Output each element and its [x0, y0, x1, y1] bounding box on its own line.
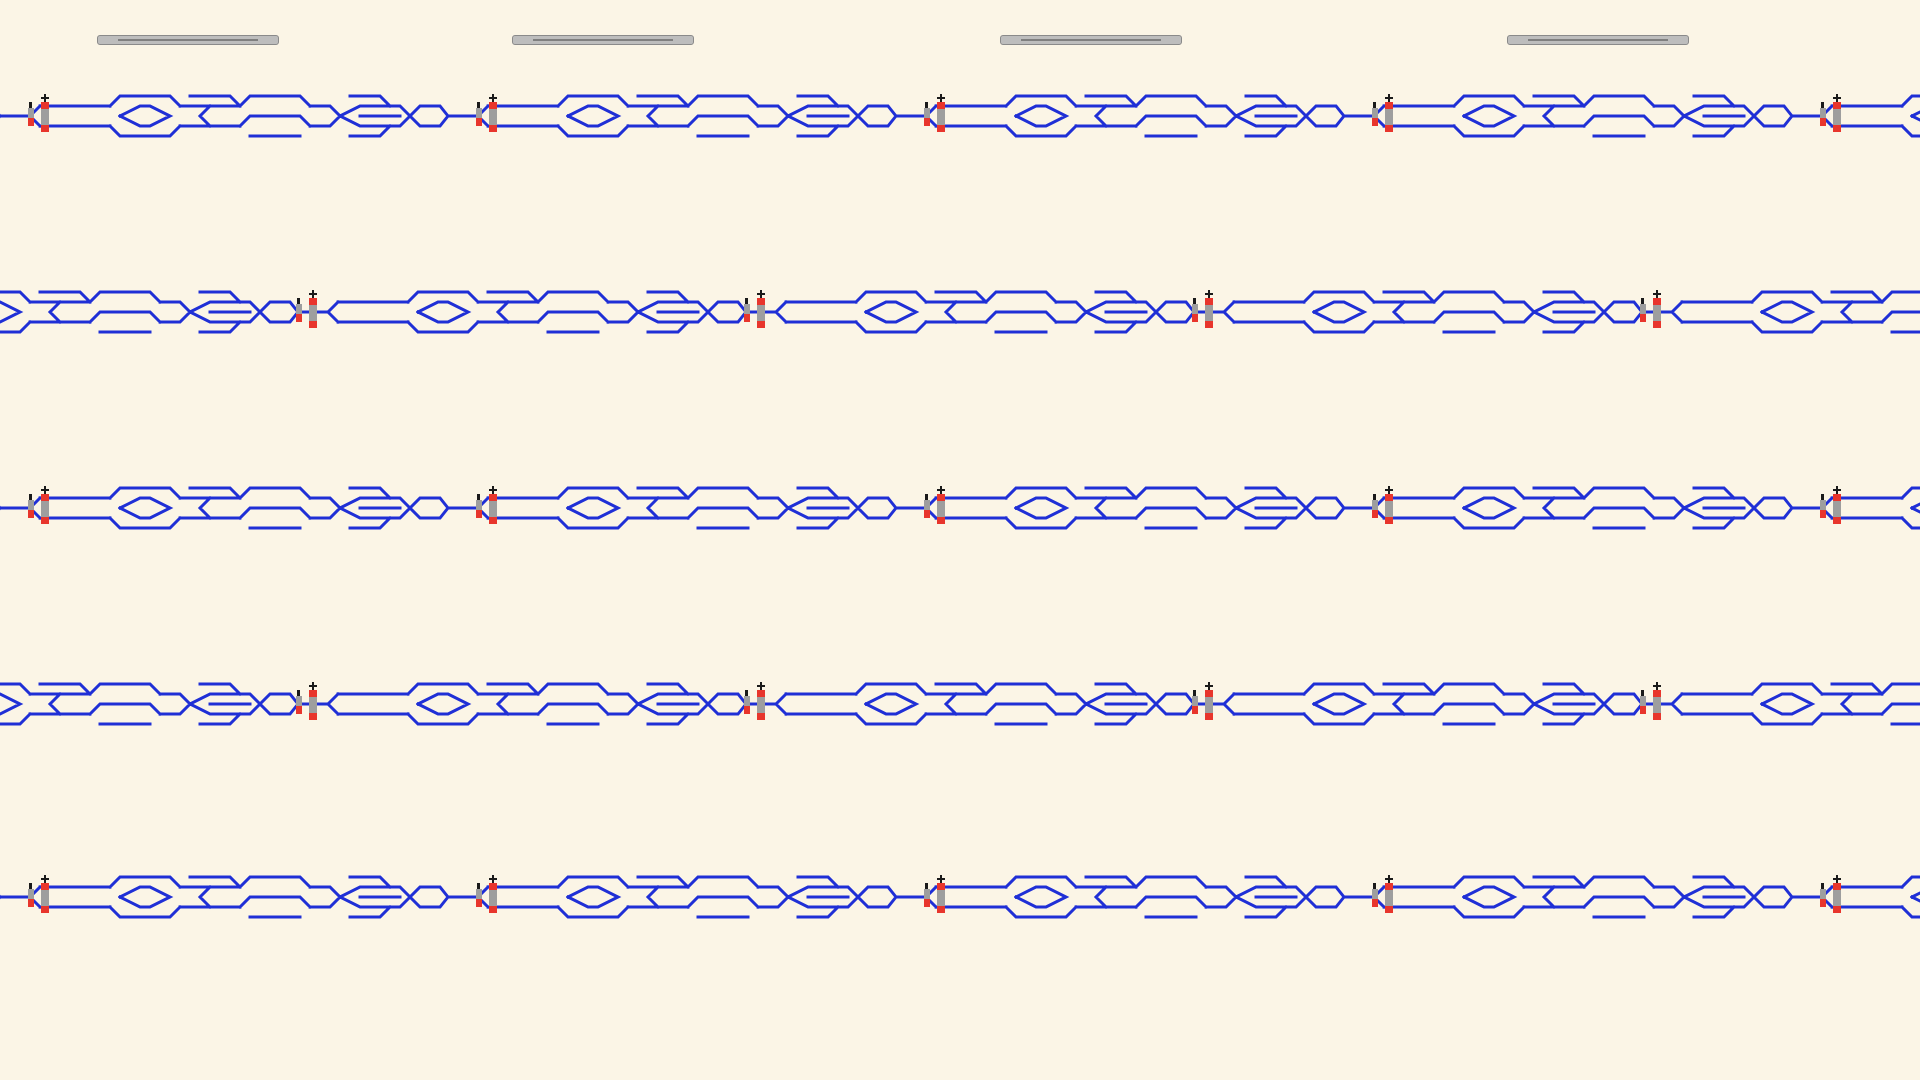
railway-signal-icon[interactable] [924, 486, 945, 524]
railway-signal-icon[interactable] [1640, 682, 1661, 720]
sensor-bar-icon [1507, 35, 1689, 45]
railway-signal-icon[interactable] [28, 486, 49, 524]
railway-signal-icon[interactable] [924, 875, 945, 913]
railway-signal-icon[interactable] [1372, 94, 1393, 132]
track-segment [0, 290, 1920, 334]
railway-signal-icon[interactable] [28, 875, 49, 913]
track-row [0, 682, 1920, 726]
track-row [0, 290, 1920, 334]
railway-signal-icon[interactable] [1372, 486, 1393, 524]
railway-signal-icon[interactable] [1372, 875, 1393, 913]
railway-signal-icon[interactable] [924, 94, 945, 132]
railway-signal-icon[interactable] [744, 682, 765, 720]
railway-signal-icon[interactable] [476, 486, 497, 524]
railway-signal-icon[interactable] [296, 290, 317, 328]
railway-signal-icon[interactable] [476, 875, 497, 913]
railway-signal-icon[interactable] [1820, 875, 1841, 913]
railway-signal-icon[interactable] [744, 290, 765, 328]
railway-signal-icon[interactable] [28, 94, 49, 132]
track-segment [0, 875, 1920, 919]
track-segment [0, 682, 1920, 726]
track-row [0, 94, 1920, 138]
track-row [0, 486, 1920, 530]
railway-signal-icon[interactable] [296, 682, 317, 720]
track-segment [0, 486, 1920, 530]
sensor-bar-icon [97, 35, 279, 45]
railway-signal-icon[interactable] [1192, 682, 1213, 720]
railway-signal-icon[interactable] [1640, 290, 1661, 328]
sensor-bar-icon [1000, 35, 1182, 45]
railway-signal-icon[interactable] [1820, 94, 1841, 132]
railway-signal-icon[interactable] [476, 94, 497, 132]
sensor-bar-icon [512, 35, 694, 45]
railway-signal-icon[interactable] [1192, 290, 1213, 328]
track-row [0, 875, 1920, 919]
track-segment [0, 94, 1920, 138]
railway-signal-icon[interactable] [1820, 486, 1841, 524]
